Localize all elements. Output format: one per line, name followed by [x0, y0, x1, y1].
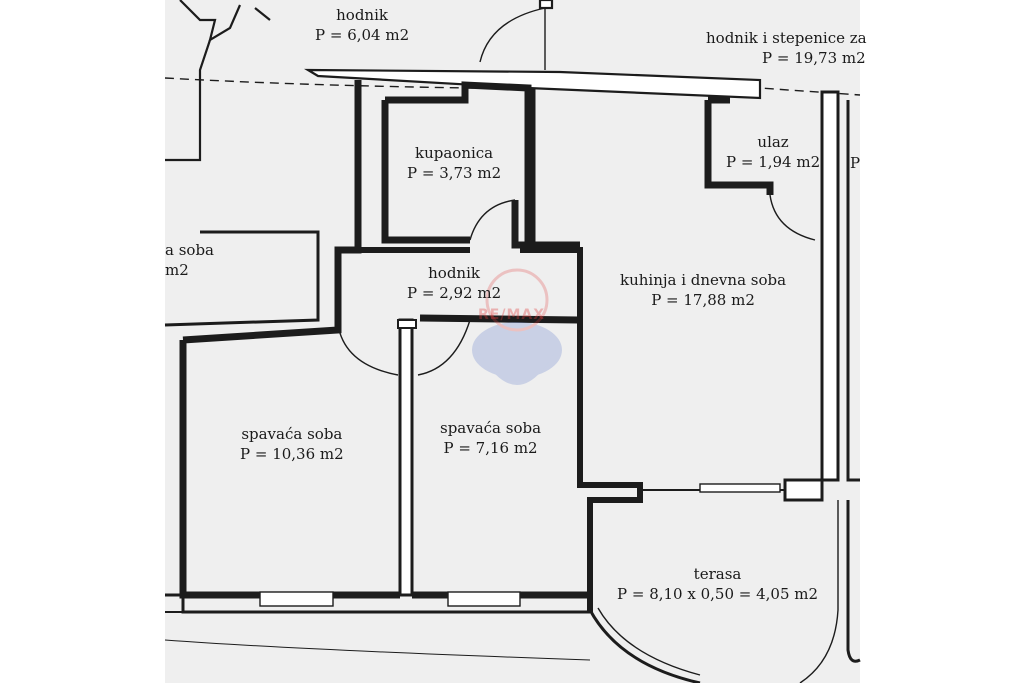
room-name: hodnik: [428, 264, 480, 282]
wall-kupaonica: [381, 81, 532, 249]
room-area: P = 2,92 m2: [407, 284, 502, 302]
room-name: P: [850, 154, 861, 172]
room-area: P = 19,73 m2: [762, 49, 866, 67]
terrace-curve: [588, 609, 701, 683]
room-name: hodnik i stepenice za: [706, 29, 867, 47]
room-label-hodnik-mid: hodnik P = 2,92 m2: [407, 263, 501, 303]
room-label-right-cut: P: [850, 153, 860, 173]
paper-sheet: [165, 0, 860, 683]
wall-left-top-room: [165, 39, 212, 162]
wall-left-corridor: [182, 80, 362, 344]
room-name: terasa: [693, 565, 742, 583]
door-arc-top: [479, 7, 546, 63]
wall-ulaz: [704, 96, 774, 195]
wall-right-outer: [820, 90, 840, 482]
terrace-right-wall: [846, 500, 861, 663]
window-terrace: [699, 483, 781, 493]
wall-bottom-outer: [165, 593, 590, 614]
room-area: P = 17,88 m2: [651, 291, 755, 309]
room-area: P = 1,94 m2: [726, 153, 821, 171]
door-arc-bedroom1: [337, 324, 399, 376]
room-label-hodnik-top: hodnik P = 6,04 m2: [315, 5, 409, 45]
room-name: spavaća soba: [241, 425, 343, 443]
room-name: kupaonica: [415, 144, 494, 162]
room-area: m2: [165, 261, 189, 279]
room-label-kuhinja: kuhinja i dnevna soba P = 17,88 m2: [620, 270, 786, 310]
room-name: a soba: [165, 241, 214, 259]
door-arc-ulaz: [769, 194, 816, 241]
wall-left-room-base: [164, 230, 320, 327]
wall-bedroom-divider: [398, 318, 414, 597]
roof-dashed-line: [164, 77, 861, 96]
bottom-outline: [164, 639, 591, 661]
watermark-balloon: [472, 268, 562, 385]
room-area: P = 8,10 x 0,50 = 4,05 m2: [617, 585, 819, 603]
watermark-text: RE/MAX: [478, 307, 546, 323]
room-label-spavaca-2: spavaća soba P = 7,16 m2: [440, 418, 541, 458]
door-arc-bedroom2: [417, 319, 471, 376]
room-label-left-cut: a soba m2: [165, 240, 214, 280]
wall-corridor-top: [303, 68, 762, 100]
wall-kitchen-left: [528, 88, 580, 249]
wall-bedroom1: [179, 340, 400, 599]
room-name: kuhinja i dnevna soba: [620, 271, 787, 289]
wall-right-column: [846, 100, 860, 482]
room-label-spavaca-1: spavaća soba P = 10,36 m2: [240, 424, 344, 464]
room-label-kupaonica: kupaonica P = 3,73 m2: [407, 143, 501, 183]
door-arc-kupaonica: [469, 199, 516, 241]
room-area: P = 6,04 m2: [315, 26, 410, 44]
room-label-hodnik-stairs: hodnik i stepenice za P = 19,73 m2: [706, 28, 867, 68]
room-name: hodnik: [336, 6, 388, 24]
wall-top-left-corner: [179, 0, 271, 43]
wall-terrace-column: [783, 478, 824, 502]
window-bedroom1: [259, 591, 334, 607]
room-area: P = 3,73 m2: [407, 164, 502, 182]
wall-bedroom2: [412, 314, 590, 599]
room-label-terasa: terasa P = 8,10 x 0,50 = 4,05 m2: [617, 564, 818, 604]
room-name: spavaća soba: [440, 419, 542, 437]
room-area: P = 7,16 m2: [443, 439, 538, 457]
window-bedroom2: [447, 591, 521, 607]
room-area: P = 10,36 m2: [240, 445, 344, 463]
wall-mid-corridor: [338, 247, 643, 612]
room-label-ulaz: ulaz P = 1,94 m2: [726, 132, 820, 172]
room-name: ulaz: [757, 133, 789, 151]
